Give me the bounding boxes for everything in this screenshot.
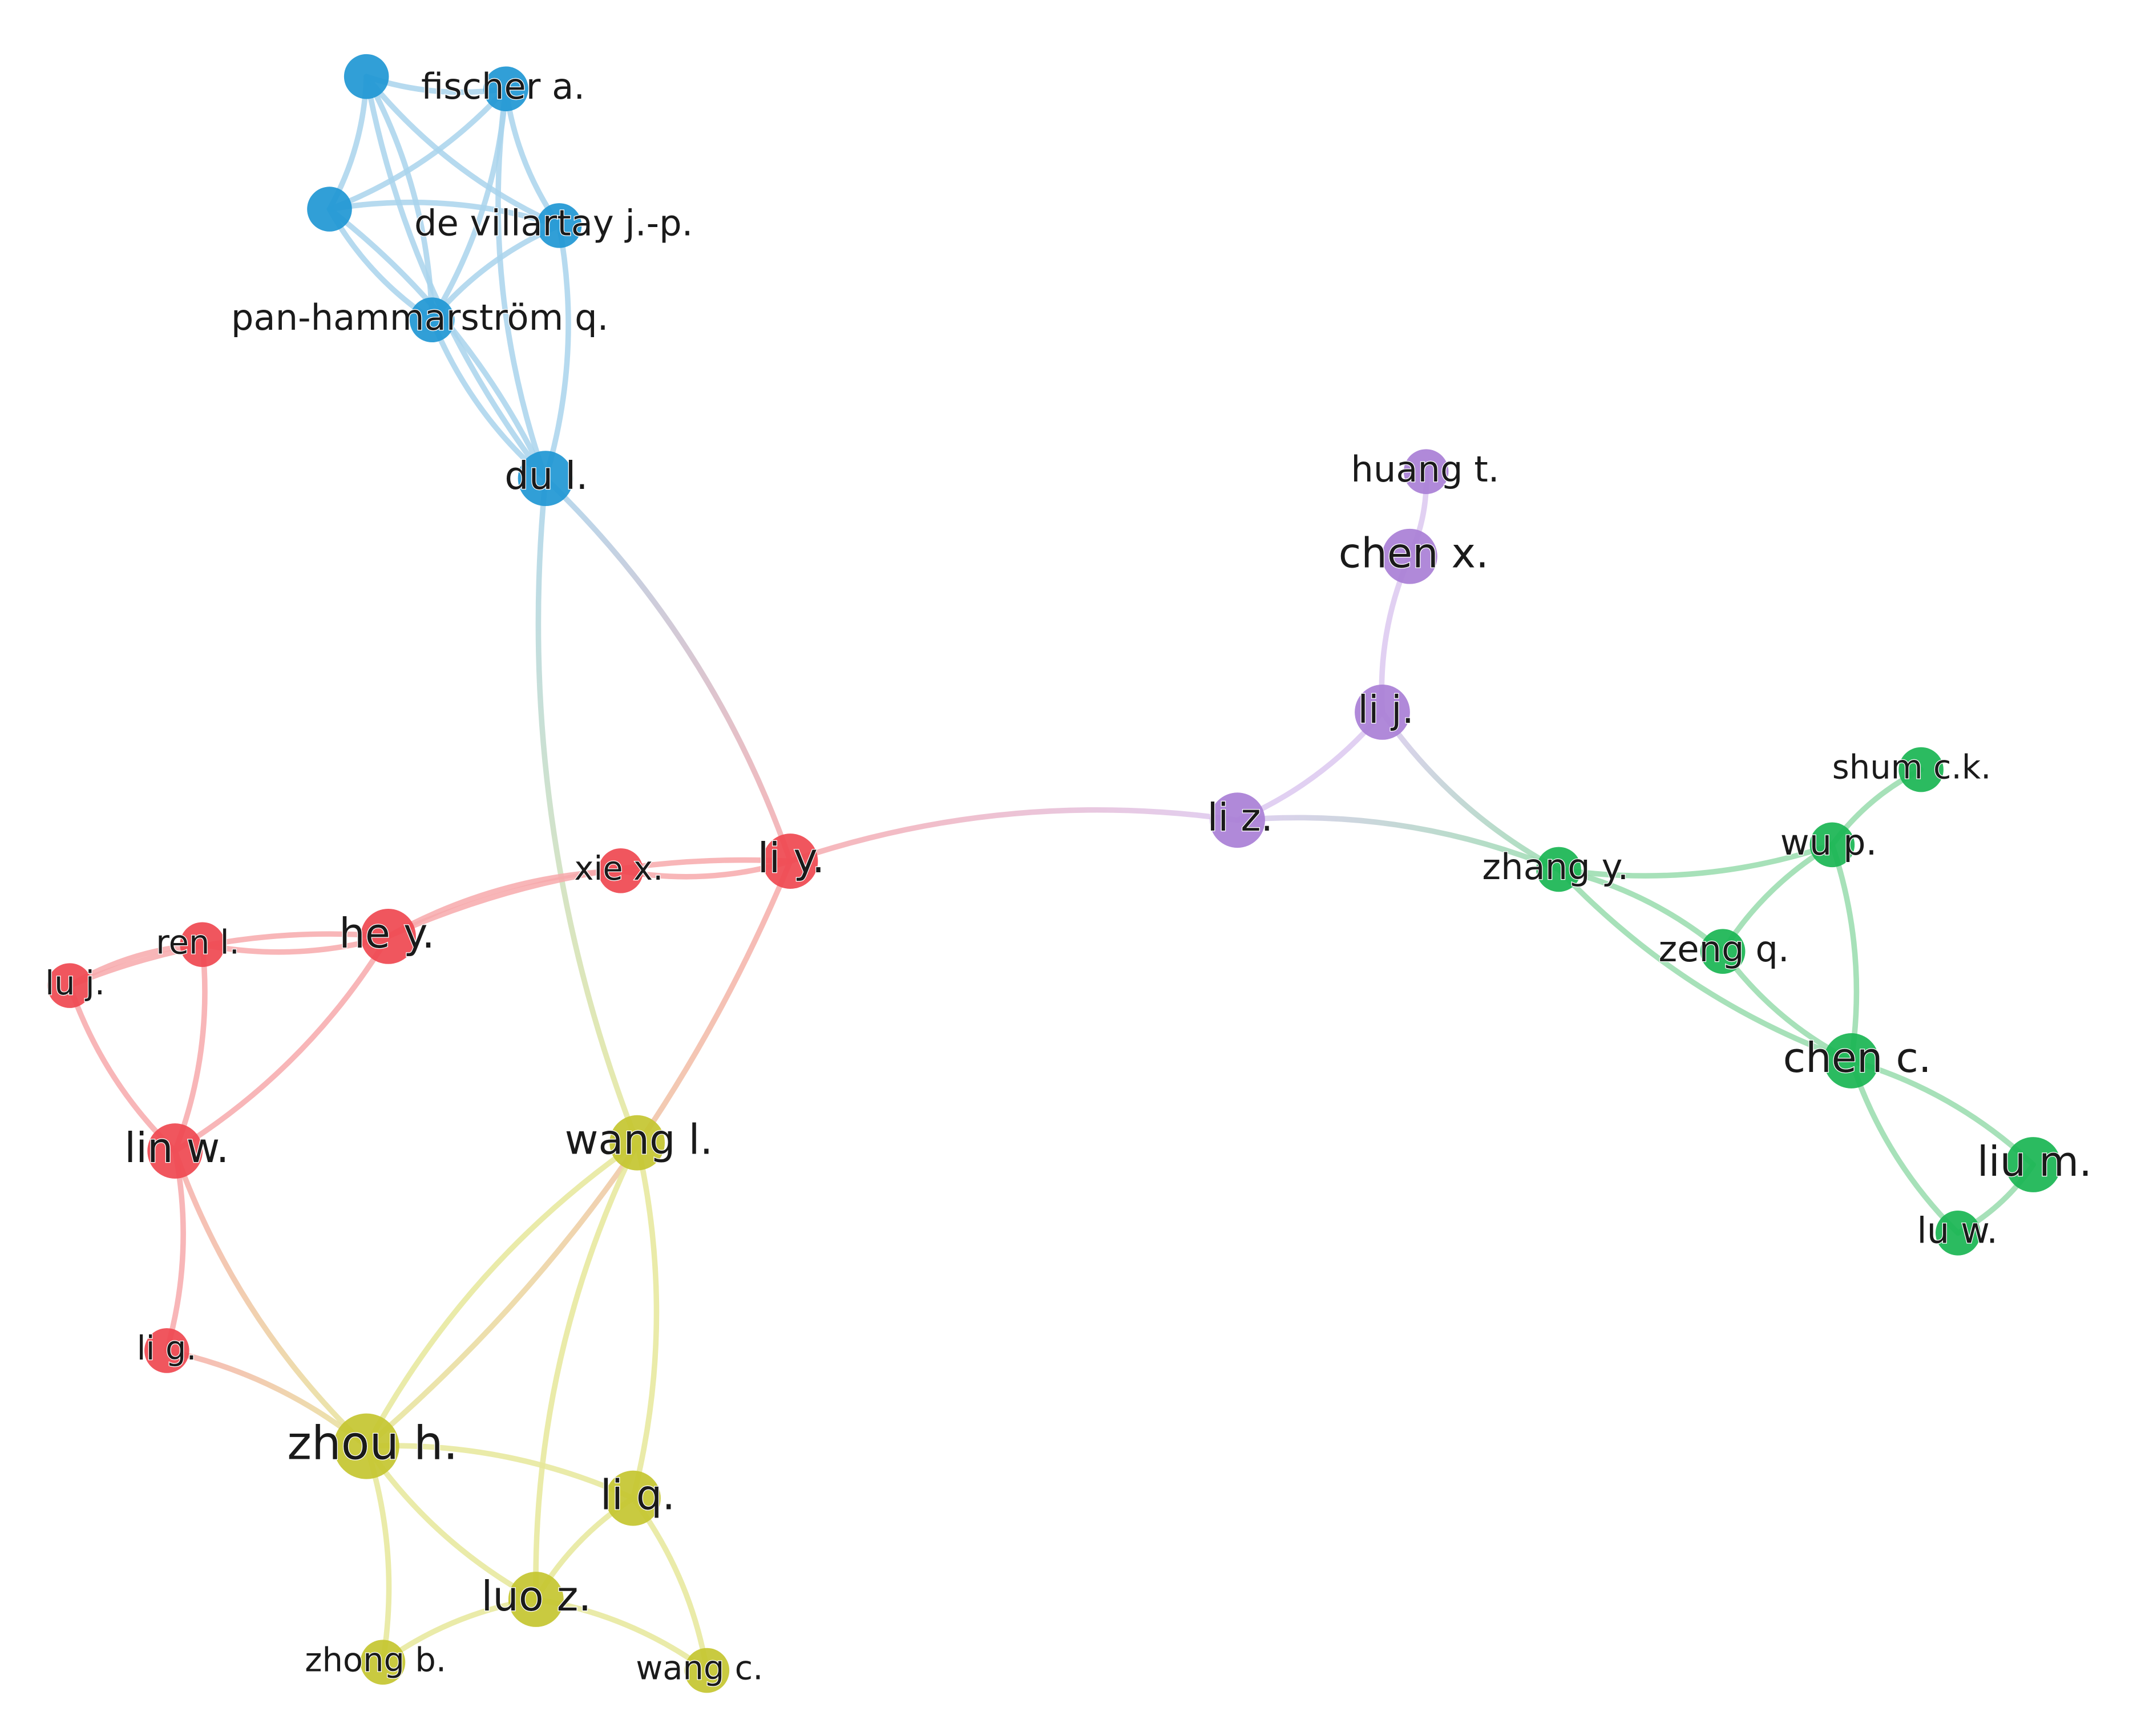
node-xie-x[interactable] xyxy=(598,848,644,893)
node-luo-z[interactable] xyxy=(508,1572,564,1627)
edge-ren-l-lin-w xyxy=(172,941,208,1154)
edge-chen-c-lu-w xyxy=(1848,1058,1961,1236)
nodes-layer xyxy=(47,54,2061,1693)
node-blue-a[interactable] xyxy=(344,54,389,99)
edge-fischer-a-du-l xyxy=(495,86,548,481)
edge-he-y-lin-w xyxy=(172,933,391,1154)
label-li-y: li y. xyxy=(758,834,825,882)
edge-blue-a-du-l xyxy=(363,74,548,481)
node-ren-l[interactable] xyxy=(180,922,225,968)
edge-du-l-li-y xyxy=(543,475,793,864)
label-fischer-a: fischer a. xyxy=(421,66,585,107)
node-wang-c[interactable] xyxy=(684,1648,730,1693)
edge-li-z-zhang-y xyxy=(1234,815,1562,872)
node-zhong-b[interactable] xyxy=(360,1640,406,1685)
edge-zhang-y-wu-p xyxy=(1556,842,1835,879)
label-wu-p: wu p. xyxy=(1780,822,1877,863)
edge-wu-p-chen-c xyxy=(1829,842,1860,1064)
label-zeng-q: zeng q. xyxy=(1659,928,1789,970)
edge-li-j-zhang-y xyxy=(1379,709,1562,872)
label-zhou-h: zhou h. xyxy=(287,1417,458,1471)
label-du-l: du l. xyxy=(504,454,588,498)
label-lu-w: lu w. xyxy=(1917,1209,1998,1251)
label-huang-t: huang t. xyxy=(1351,448,1499,490)
node-lu-w[interactable] xyxy=(1935,1211,1981,1256)
node-liu-m[interactable] xyxy=(2005,1137,2061,1192)
edge-de-villartay-jp-du-l xyxy=(543,222,571,481)
node-li-y[interactable] xyxy=(762,833,818,889)
node-zhou-h[interactable] xyxy=(333,1413,399,1479)
edge-li-y-zhou-h xyxy=(363,858,793,1449)
node-lin-w[interactable] xyxy=(147,1123,203,1179)
edge-lin-w-li-g xyxy=(164,1148,186,1354)
node-li-q[interactable] xyxy=(605,1470,661,1526)
label-zhang-y: zhang y. xyxy=(1482,846,1629,888)
edge-he-y-lu-j xyxy=(67,931,391,989)
labels-layer: fischer a. de villartay j.-p. pan-hammarst… xyxy=(45,65,2092,1688)
label-li-z: li z. xyxy=(1207,795,1273,840)
node-chen-x[interactable] xyxy=(1382,528,1437,584)
edge-xie-x-he-y xyxy=(385,868,624,940)
edge-zhang-y-zeng-q xyxy=(1556,867,1726,954)
edge-wang-l-luo-z xyxy=(533,1140,640,1603)
label-xie-x: xie x. xyxy=(574,849,663,888)
node-pan-hammarstrom-q[interactable] xyxy=(409,297,455,342)
label-pan-hammarstrom-q: pan-hammarström q. xyxy=(231,297,609,338)
node-fischer-a[interactable] xyxy=(483,66,528,112)
edge-chen-c-liu-m xyxy=(1848,1058,2036,1168)
edges-layer xyxy=(67,74,2036,1673)
edge-blue-a-de-villartay-jp xyxy=(363,74,562,229)
edge-blue-b-du-l xyxy=(326,206,548,481)
node-he-y[interactable] xyxy=(361,908,416,964)
edge-wang-l-li-q xyxy=(630,1140,660,1501)
node-blue-b[interactable] xyxy=(307,187,352,232)
label-wang-l: wang l. xyxy=(565,1116,713,1164)
label-shum-ck: shum c.k. xyxy=(1832,748,1991,787)
label-lu-j: lu j. xyxy=(45,964,105,1002)
node-de-villartay-jp[interactable] xyxy=(536,203,582,248)
label-de-villartay-jp: de villartay j.-p. xyxy=(414,202,693,244)
edge-fischer-a-blue-b xyxy=(326,86,509,212)
node-shum-ck[interactable] xyxy=(1898,747,1944,792)
edge-li-z-li-y xyxy=(787,807,1241,864)
edge-du-l-wang-l xyxy=(535,475,640,1146)
node-li-g[interactable] xyxy=(144,1328,189,1373)
edge-lin-w-zhou-h xyxy=(172,1148,369,1449)
edge-wang-l-zhou-h xyxy=(363,1140,640,1449)
node-li-j[interactable] xyxy=(1355,684,1410,740)
label-ren-l: ren l. xyxy=(156,923,240,961)
label-li-g: li g. xyxy=(137,1329,197,1367)
label-luo-z: luo z. xyxy=(481,1572,591,1620)
label-wang-c: wang c. xyxy=(636,1649,763,1688)
label-li-j: li j. xyxy=(1358,687,1414,732)
edge-blue-b-de-villartay-jp xyxy=(326,199,562,229)
label-chen-x: chen x. xyxy=(1339,529,1489,577)
label-li-q: li q. xyxy=(600,1471,675,1519)
node-chen-c[interactable] xyxy=(1823,1033,1879,1088)
label-lin-w: lin w. xyxy=(124,1124,229,1172)
edge-zhang-y-chen-c xyxy=(1556,867,1855,1064)
label-zhong-b: zhong b. xyxy=(305,1641,446,1679)
node-wang-l[interactable] xyxy=(609,1115,665,1171)
node-du-l[interactable] xyxy=(518,451,573,507)
node-li-z[interactable] xyxy=(1210,792,1265,848)
node-wu-p[interactable] xyxy=(1809,822,1855,868)
node-lu-j[interactable] xyxy=(47,963,92,1008)
label-liu-m: liu m. xyxy=(1977,1138,2092,1185)
edge-zhou-h-li-q xyxy=(363,1443,636,1501)
label-chen-c: chen c. xyxy=(1783,1034,1932,1082)
node-huang-t[interactable] xyxy=(1403,449,1449,494)
node-zeng-q[interactable] xyxy=(1700,929,1746,974)
node-zhang-y[interactable] xyxy=(1536,847,1581,892)
label-he-y: he y. xyxy=(339,909,435,957)
